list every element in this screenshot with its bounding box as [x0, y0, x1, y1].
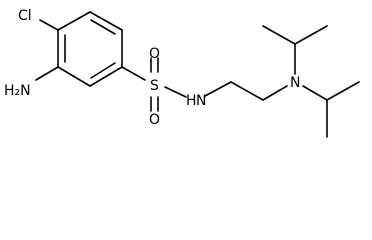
ring-bond-4	[89, 66, 123, 87]
bond-ipr2-me-a	[326, 81, 360, 101]
atom-label-nh-n: N	[196, 93, 206, 109]
ring-double-bond-inner-1	[90, 19, 116, 35]
atom-label-o-bottom: O	[149, 112, 160, 128]
bond-ch2-n	[262, 85, 288, 101]
ring-bond-1	[57, 11, 91, 31]
bond-ipr1-me-b	[294, 25, 328, 45]
atom-label-nh-h: H	[186, 93, 197, 109]
benzene-ring	[57, 11, 123, 87]
atom-label-s: S	[150, 78, 159, 94]
bond-nh-ch2	[204, 81, 232, 97]
bond-ring-s	[121, 66, 146, 81]
ring-bond-2	[89, 11, 123, 31]
atom-label-nh2: H₂N	[4, 83, 31, 99]
atom-label-o-top: O	[149, 46, 160, 62]
bond-s-nh	[164, 86, 187, 98]
molecule-structure: Cl H₂N S O O H N N	[4, 8, 360, 138]
bond-ch2-ch2	[230, 81, 264, 101]
bond-n-ipr2	[302, 85, 328, 101]
bond-ring-nh2	[35, 66, 59, 81]
ring-bond-5	[57, 66, 91, 87]
ring-double-bond-inner-2	[90, 62, 116, 79]
atom-label-cl: Cl	[18, 8, 32, 24]
bond-ipr1-me-a	[262, 25, 296, 45]
atom-label-n-amine: N	[290, 75, 300, 91]
bond-ring-cl	[39, 19, 59, 31]
